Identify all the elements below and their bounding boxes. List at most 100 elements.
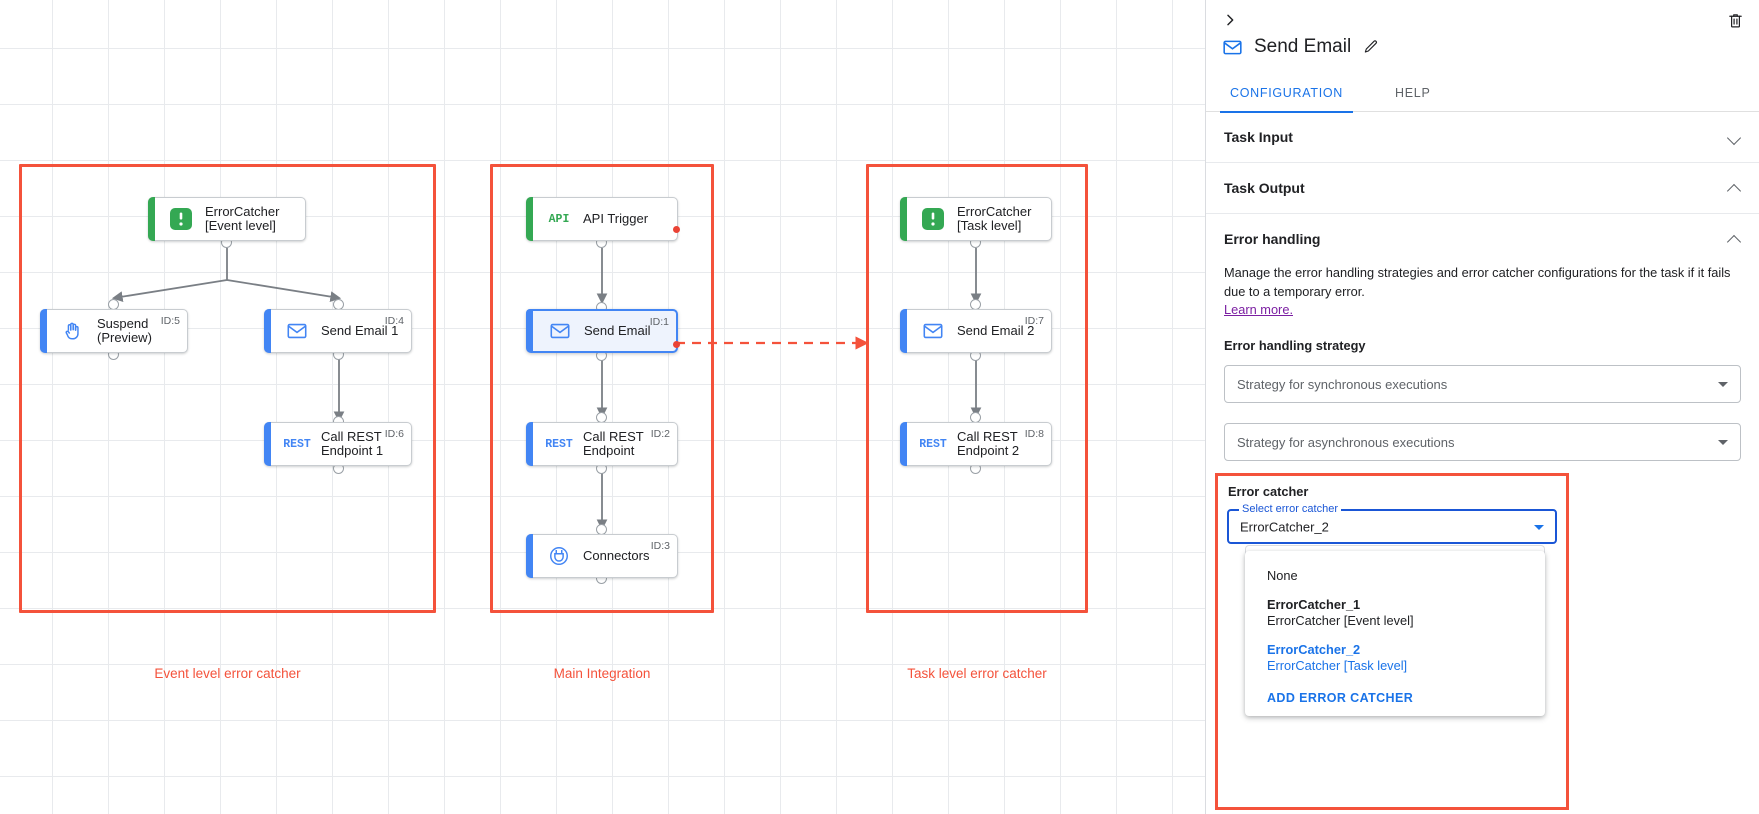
- node-send-email-1[interactable]: Send Email 1 ID:4: [264, 309, 412, 353]
- node-label: Call REST Endpoint 1: [321, 429, 384, 458]
- node-send-email[interactable]: Send Email ID:1: [526, 309, 680, 353]
- node-accent-bar: [526, 422, 533, 466]
- api-icon: API: [548, 212, 570, 226]
- node-call-rest-endpoint-1[interactable]: REST Call REST Endpoint 1 ID:6: [264, 422, 412, 466]
- node-accent-bar: [900, 422, 907, 466]
- node-accent-bar: [526, 534, 533, 578]
- panel-tabs: CONFIGURATION HELP: [1206, 78, 1759, 113]
- node-accent-bar: [40, 309, 47, 353]
- chevron-up-icon[interactable]: [1727, 181, 1741, 195]
- option-primary-label: None: [1267, 568, 1298, 583]
- node-label: ErrorCatcher [Task level]: [957, 204, 1032, 233]
- section-title: Task Output: [1224, 180, 1305, 196]
- node-accent-bar: [900, 309, 907, 353]
- node-label: Send Email 1: [321, 323, 399, 338]
- email-icon: [284, 318, 310, 344]
- chevron-right-icon[interactable]: [1216, 6, 1244, 34]
- error-catcher-icon: [168, 206, 194, 232]
- node-api-trigger[interactable]: API API Trigger: [526, 197, 680, 241]
- node-id-badge: ID:4: [384, 315, 404, 327]
- async-strategy-value: Strategy for asynchronous executions: [1237, 434, 1455, 450]
- section-error-handling: Error handling Manage the error handling…: [1206, 214, 1759, 473]
- select-error-catcher-field[interactable]: Select error catcher ErrorCatcher_2: [1227, 503, 1557, 544]
- tab-configuration[interactable]: CONFIGURATION: [1220, 78, 1354, 113]
- rest-icon: REST: [283, 437, 311, 451]
- node-id-badge: ID:8: [1024, 428, 1044, 440]
- dropdown-option-errorcatcher-1[interactable]: ErrorCatcher_1 ErrorCatcher [Event level…: [1245, 590, 1545, 635]
- rest-icon: REST: [545, 437, 573, 451]
- node-accent-bar: [900, 197, 907, 241]
- async-strategy-select[interactable]: Strategy for asynchronous executions: [1224, 423, 1741, 461]
- node-errorcatcher-task-level[interactable]: ErrorCatcher [Task level]: [900, 197, 1052, 241]
- group-label-main-integration: Main Integration: [553, 666, 651, 681]
- chevron-down-icon: [1718, 382, 1728, 387]
- sync-strategy-value: Strategy for synchronous executions: [1237, 376, 1448, 392]
- trash-icon[interactable]: [1721, 6, 1749, 34]
- suspend-hand-icon: [60, 318, 86, 344]
- email-icon: [920, 318, 946, 344]
- node-id-badge: ID:2: [650, 428, 670, 440]
- group-label-task-level: Task level error catcher: [907, 666, 1047, 681]
- section-task-input: Task Input: [1206, 112, 1759, 163]
- group-box-task-level: [866, 164, 1088, 613]
- error-handling-description: Manage the error handling strategies and…: [1224, 265, 1731, 299]
- connectors-icon: [546, 543, 572, 569]
- error-handling-strategy-label: Error handling strategy: [1224, 338, 1366, 353]
- chevron-up-icon[interactable]: [1727, 232, 1741, 246]
- section-header-error-handling[interactable]: Error handling: [1224, 214, 1741, 264]
- node-id-badge: ID:5: [160, 315, 180, 327]
- page-title: Send Email: [1254, 36, 1352, 57]
- pencil-icon[interactable]: [1362, 39, 1379, 56]
- error-catcher-label: Error catcher: [1228, 484, 1309, 499]
- group-box-event-level: [19, 164, 436, 613]
- group-box-main-integration: [490, 164, 714, 613]
- tab-help[interactable]: HELP: [1395, 86, 1431, 100]
- node-label: Call REST Endpoint: [583, 429, 644, 458]
- error-catcher-icon: [920, 206, 946, 232]
- dropdown-option-errorcatcher-2[interactable]: ErrorCatcher_2 ErrorCatcher [Task level]: [1245, 635, 1545, 680]
- email-icon: [547, 318, 573, 344]
- task-config-panel: Send Email CONFIGURATION HELP Task Input…: [1205, 0, 1759, 814]
- dropdown-option-none[interactable]: None: [1245, 561, 1545, 590]
- section-title: Task Input: [1224, 129, 1293, 145]
- node-label: Send Email: [584, 323, 651, 338]
- error-handling-body: Manage the error handling strategies and…: [1224, 264, 1741, 473]
- node-id-badge: ID:1: [649, 316, 669, 328]
- group-label-event-level: Event level error catcher: [154, 666, 301, 681]
- node-accent-bar: [526, 197, 533, 241]
- integration-canvas[interactable]: Event level error catcher Main Integrati…: [0, 0, 1205, 814]
- node-label: API Trigger: [583, 211, 649, 226]
- chevron-down-icon[interactable]: [1727, 130, 1741, 144]
- rest-icon: REST: [919, 437, 947, 451]
- node-label: Call REST Endpoint 2: [957, 429, 1020, 458]
- section-task-output: Task Output: [1206, 163, 1759, 214]
- node-call-rest-endpoint[interactable]: REST Call REST Endpoint ID:2: [526, 422, 678, 466]
- learn-more-link[interactable]: Learn more.: [1224, 302, 1293, 317]
- option-secondary-label: ErrorCatcher [Task level]: [1267, 658, 1408, 673]
- chevron-down-icon: [1718, 440, 1728, 445]
- node-error-dot: [673, 341, 680, 348]
- node-id-badge: ID:6: [384, 428, 404, 440]
- node-accent-bar: [264, 422, 271, 466]
- select-error-catcher-floating-label: Select error catcher: [1239, 503, 1341, 515]
- node-error-dot: [673, 226, 680, 233]
- error-catcher-dropdown-menu[interactable]: None ErrorCatcher_1 ErrorCatcher [Event …: [1245, 551, 1545, 716]
- node-id-badge: ID:7: [1024, 315, 1044, 327]
- section-header-task-output[interactable]: Task Output: [1224, 163, 1741, 213]
- section-title: Error handling: [1224, 231, 1321, 247]
- node-errorcatcher-event-level[interactable]: ErrorCatcher [Event level]: [148, 197, 306, 241]
- add-error-catcher-button[interactable]: ADD ERROR CATCHER: [1267, 691, 1414, 705]
- node-connectors[interactable]: Connectors ID:3: [526, 534, 678, 578]
- node-send-email-2[interactable]: Send Email 2 ID:7: [900, 309, 1052, 353]
- chevron-down-icon[interactable]: [1534, 524, 1544, 530]
- panel-title-row: Send Email: [1222, 36, 1379, 58]
- node-accent-bar: [264, 309, 271, 353]
- section-header-task-input[interactable]: Task Input: [1224, 112, 1741, 162]
- sync-strategy-select[interactable]: Strategy for synchronous executions: [1224, 365, 1741, 403]
- node-label: Suspend (Preview): [97, 316, 152, 345]
- node-call-rest-endpoint-2[interactable]: REST Call REST Endpoint 2 ID:8: [900, 422, 1052, 466]
- node-suspend-preview[interactable]: Suspend (Preview) ID:5: [40, 309, 188, 353]
- option-primary-label: ErrorCatcher_2: [1267, 642, 1361, 657]
- node-accent-bar: [148, 197, 155, 241]
